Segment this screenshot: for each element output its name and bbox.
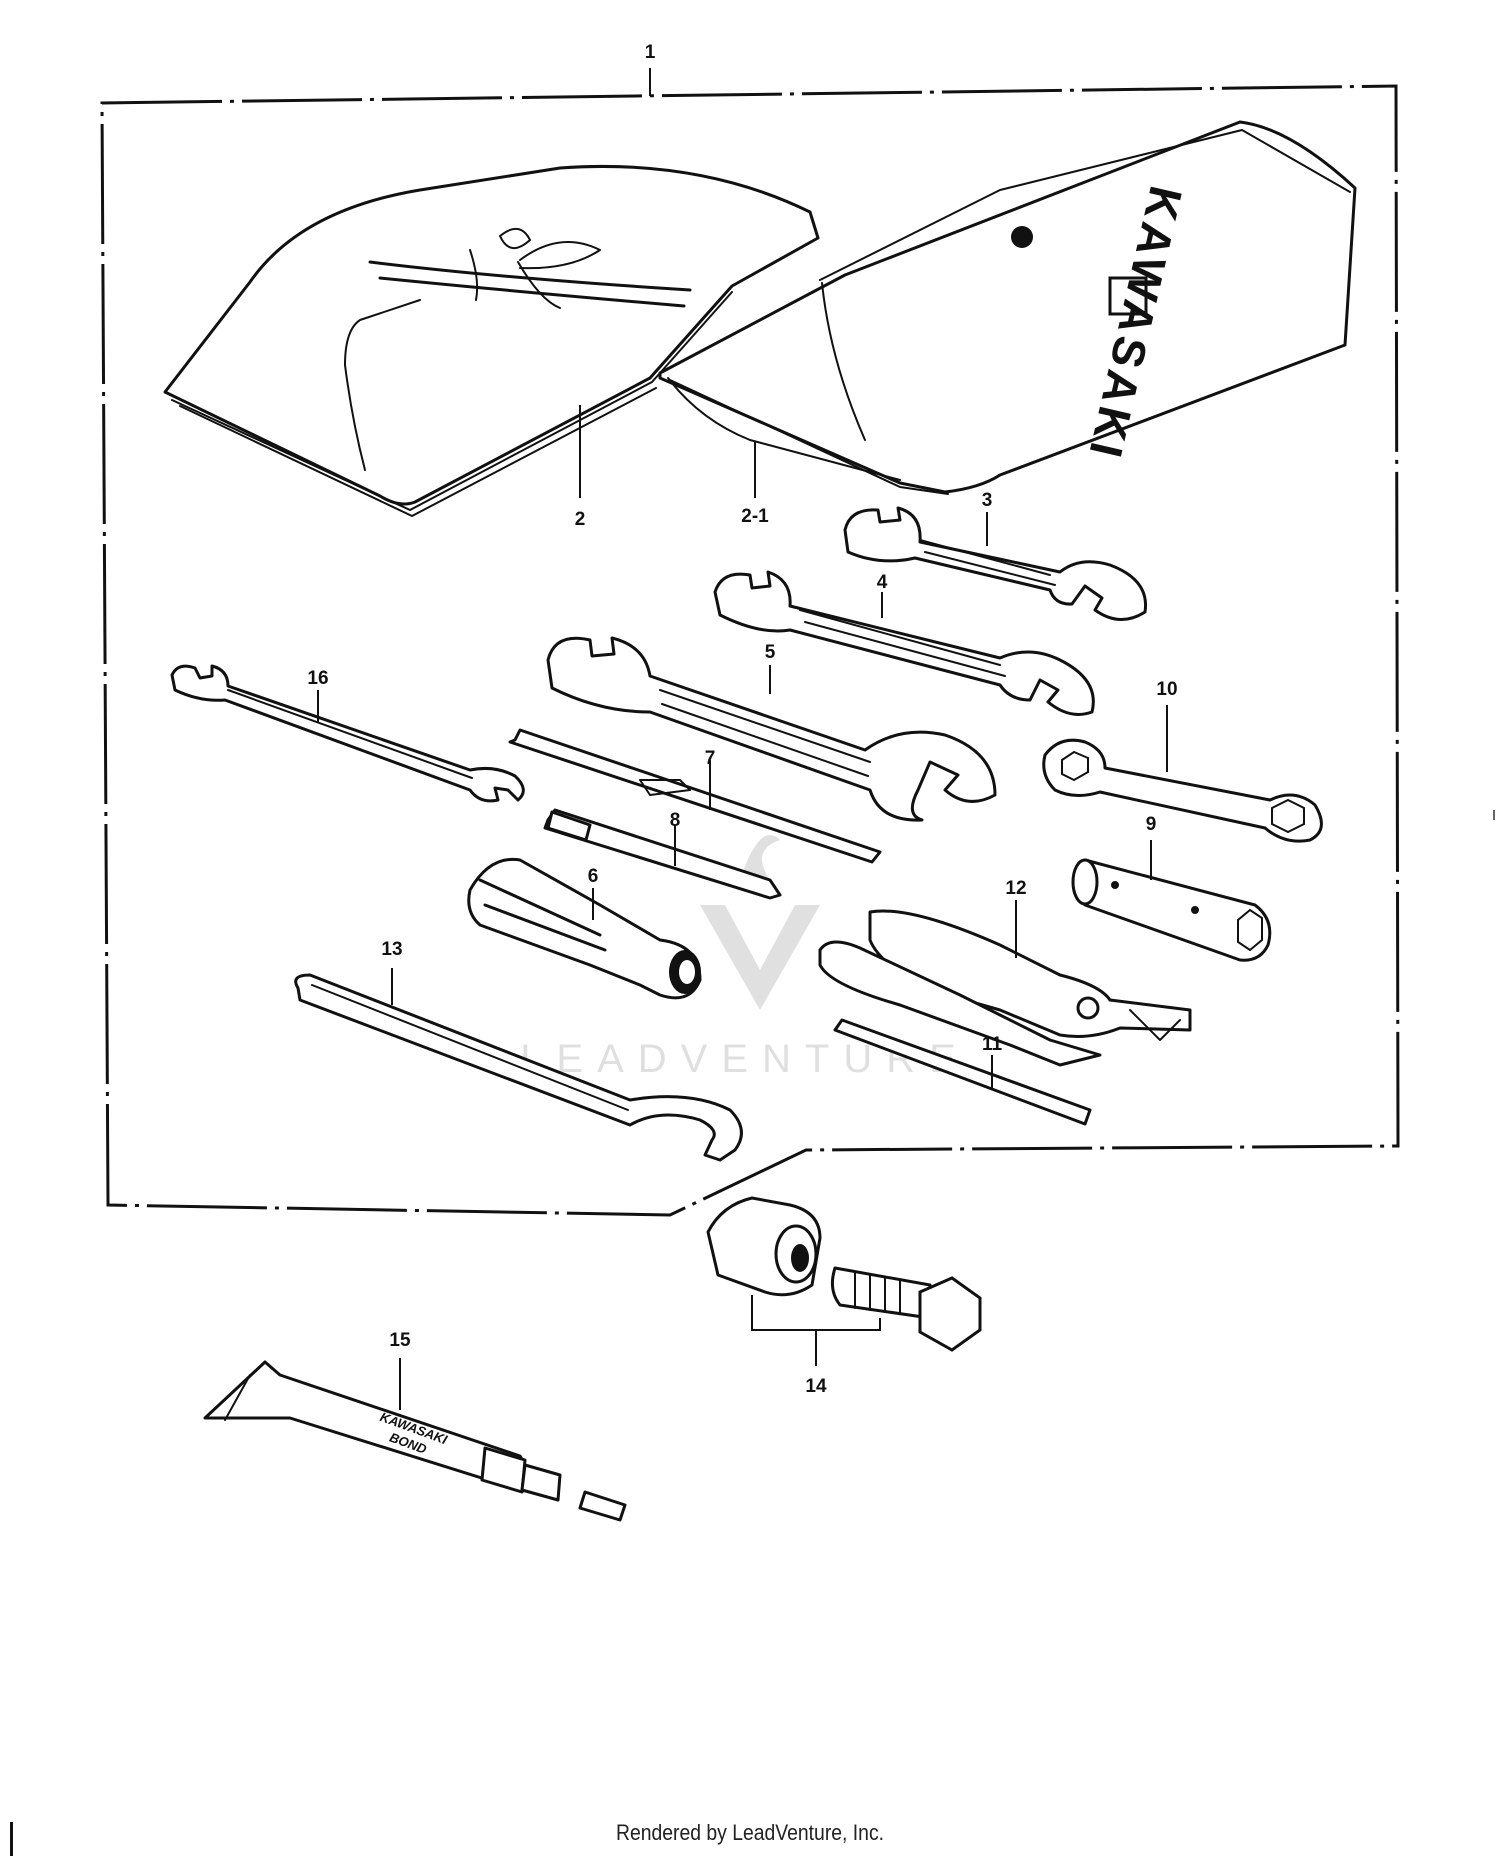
- pliers-12: [818, 900, 1192, 1067]
- hook-spanner-13: [294, 968, 743, 1162]
- wrench-4: [713, 570, 1095, 716]
- callout-labels: 1 2 2-1 3 4 5 6 7 8 9 10 11 12 13 14 15 …: [307, 42, 1177, 1397]
- callout-3: 3: [982, 490, 993, 511]
- callout-15: 15: [389, 1330, 411, 1351]
- puller-14: [706, 1196, 982, 1366]
- screwdriver-handle-6: [467, 857, 702, 1000]
- callout-9: 9: [1146, 814, 1157, 835]
- screwdriver-bar-7: [508, 728, 882, 864]
- wrench-10: [1042, 705, 1323, 843]
- callout-13: 13: [381, 939, 402, 960]
- callout-4: 4: [877, 572, 888, 593]
- callout-12: 12: [1005, 878, 1026, 899]
- tool-bag-case: KAWASAKI: [658, 120, 1357, 498]
- callout-6: 6: [588, 866, 599, 887]
- callout-2: 2: [575, 509, 586, 530]
- box-spanner-9: [1071, 840, 1272, 962]
- callout-14: 14: [805, 1376, 827, 1397]
- callout-16: 16: [307, 668, 328, 689]
- callout-1: 1: [645, 42, 656, 63]
- callout-5: 5: [765, 642, 776, 663]
- wrench-5: [546, 636, 997, 822]
- wrench-16: [170, 664, 525, 803]
- kit-frame: [100, 68, 1400, 1217]
- page-edge-mark: [10, 1822, 13, 1856]
- page-edge-tick: [1493, 810, 1495, 820]
- callout-7: 7: [705, 748, 716, 769]
- bond-tube-15: KAWASAKI BOND: [203, 1358, 627, 1522]
- tool-bag-rolled: [163, 164, 820, 517]
- footer-credit: Rendered by LeadVenture, Inc.: [615, 1820, 885, 1845]
- callout-10: 10: [1156, 679, 1177, 700]
- wrench-3: [843, 506, 1148, 621]
- callout-8: 8: [670, 810, 681, 831]
- callout-2-1: 2-1: [741, 506, 769, 527]
- callout-11: 11: [982, 1034, 1003, 1055]
- rod-11: [833, 1018, 1092, 1126]
- driver-bit-8: [543, 808, 782, 900]
